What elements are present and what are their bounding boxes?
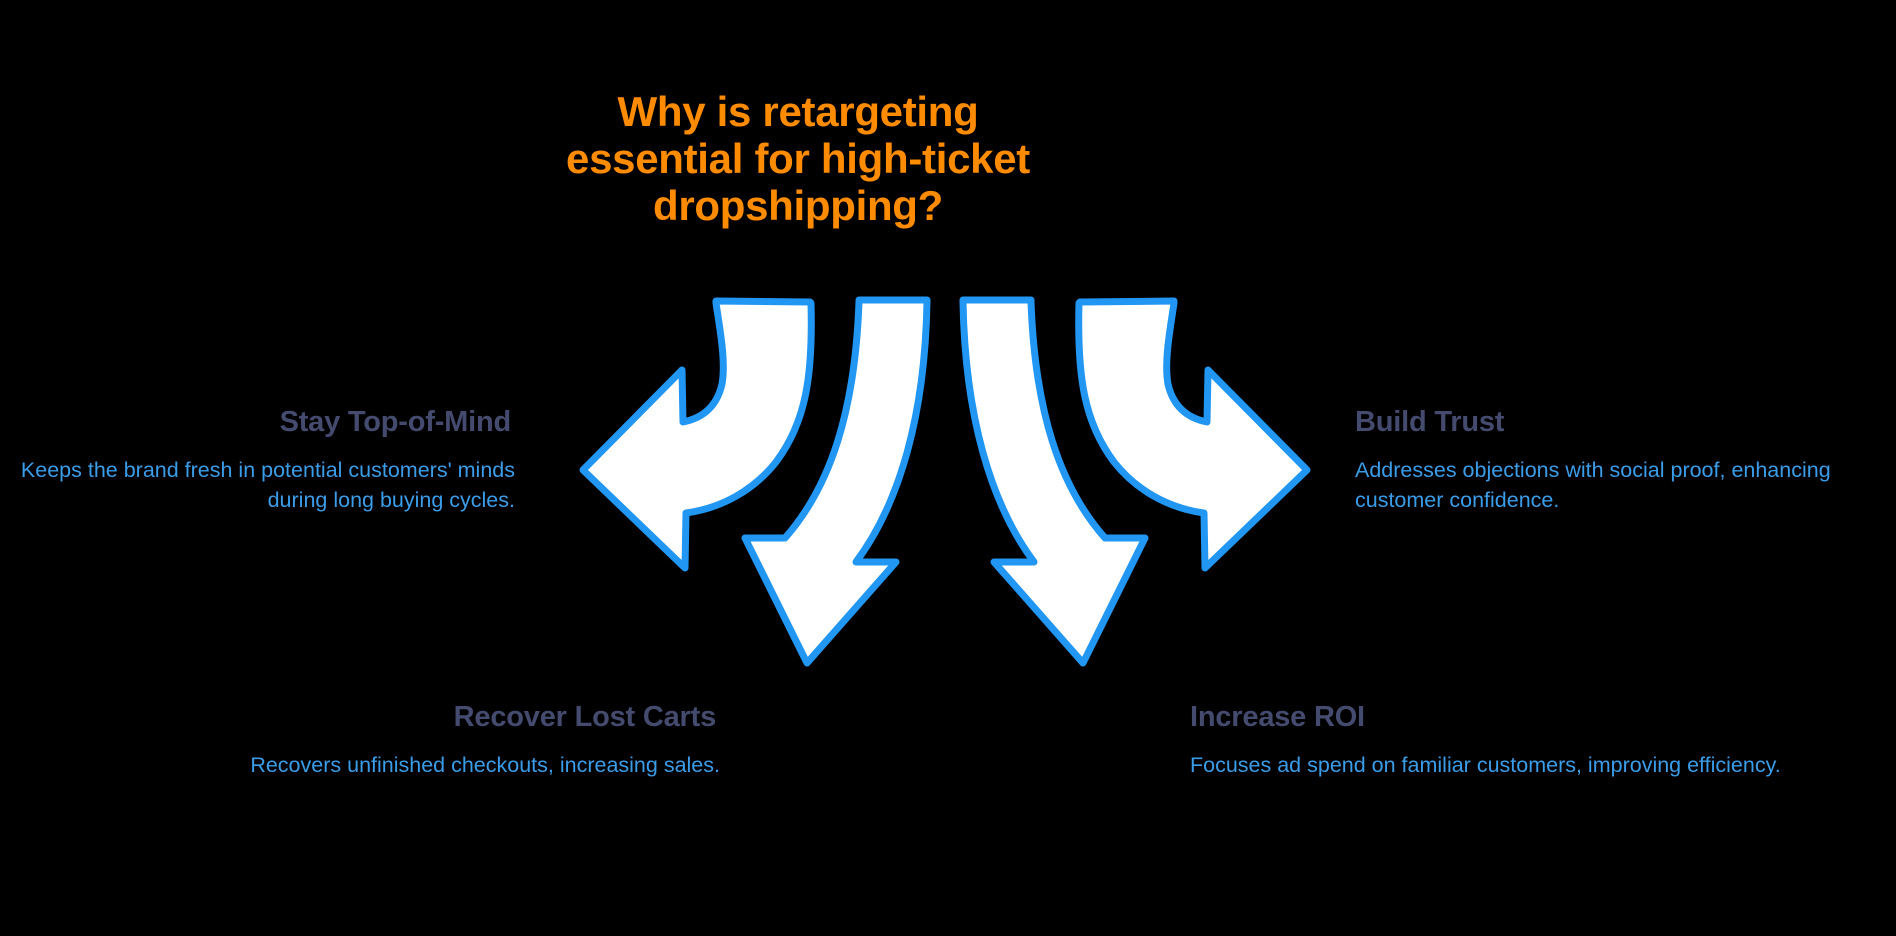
info-block-body: Focuses ad spend on familiar customers, … bbox=[1190, 753, 1781, 777]
title-line-1: Why is retargeting bbox=[617, 88, 979, 135]
info-block-heading: Build Trust bbox=[1355, 406, 1505, 438]
arrow-down-right bbox=[959, 296, 1149, 667]
info-block-body: Addresses objections with social proof, … bbox=[1355, 458, 1831, 512]
four-way-arrows-graphic bbox=[570, 290, 1320, 710]
page-title: Why is retargeting essential for high-ti… bbox=[448, 88, 1148, 229]
title-line-3: dropshipping? bbox=[652, 182, 944, 229]
info-block-heading: Recover Lost Carts bbox=[453, 701, 717, 733]
title-line-2: essential for high-ticket bbox=[566, 135, 1030, 182]
info-block-heading: Increase ROI bbox=[1190, 701, 1365, 733]
arrow-up-left bbox=[579, 297, 815, 572]
info-block-increase-roi: Increase ROI Focuses ad spend on familia… bbox=[1190, 700, 1820, 780]
info-block-body: Keeps the brand fresh in potential custo… bbox=[20, 458, 515, 512]
info-block-recover-lost-carts: Recover Lost Carts Recovers unfinished c… bbox=[90, 700, 720, 780]
info-block-body: Recovers unfinished checkouts, increasin… bbox=[250, 753, 720, 777]
info-block-build-trust: Build Trust Addresses objections with so… bbox=[1355, 405, 1860, 515]
info-block-heading: Stay Top-of-Mind bbox=[279, 406, 512, 438]
arrow-down-left bbox=[741, 296, 931, 667]
info-block-stay-top-of-mind: Stay Top-of-Mind Keeps the brand fresh i… bbox=[10, 405, 515, 515]
arrow-up-right bbox=[1075, 297, 1311, 572]
